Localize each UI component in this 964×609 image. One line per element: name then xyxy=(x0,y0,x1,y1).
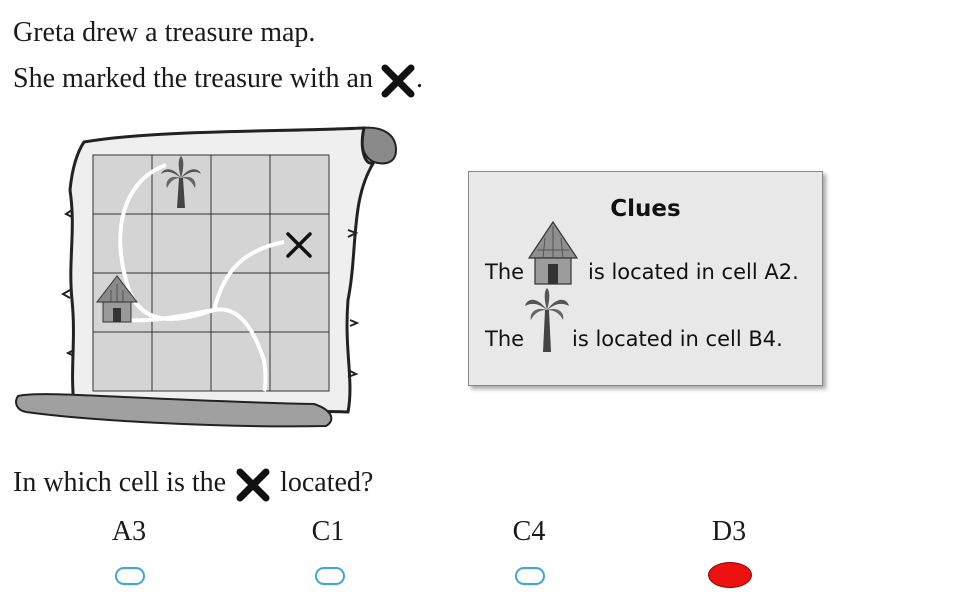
palm-tree-icon xyxy=(525,288,569,352)
option-label-d3: D3 xyxy=(711,516,747,547)
x-mark-icon xyxy=(236,468,270,502)
map-scroll xyxy=(15,126,398,428)
option-radio-c1[interactable] xyxy=(315,567,345,585)
option-radio-c4[interactable] xyxy=(515,567,545,585)
option-label-a3: A3 xyxy=(111,516,147,547)
map-palm-tree-icon xyxy=(161,156,201,208)
option-radio-a3[interactable] xyxy=(115,567,145,585)
option-radio-d3[interactable] xyxy=(708,562,752,588)
map-x-mark-icon xyxy=(286,232,312,258)
question-prompt-text-end: located? xyxy=(280,467,374,498)
clues-title: Clues xyxy=(610,196,681,222)
question-prompt: In which cell is the located? xyxy=(13,466,373,502)
map-grid xyxy=(92,154,330,392)
map-hut-icon xyxy=(95,275,139,323)
clue-1-text: is located in cell A2. xyxy=(588,260,799,284)
clue-2-text: is located in cell B4. xyxy=(572,327,783,351)
question-prompt-text-start: In which cell is the xyxy=(13,467,227,498)
question-line-2-period: . xyxy=(415,63,423,94)
option-label-c4: C4 xyxy=(512,516,546,547)
question-line-2: She marked the treasure with an . xyxy=(13,62,423,98)
question-line-2-text: She marked the treasure with an xyxy=(13,63,373,94)
clue-2-the: The xyxy=(485,327,525,351)
x-mark-icon xyxy=(381,64,415,98)
treasure-map xyxy=(14,120,399,435)
hut-icon xyxy=(527,220,579,285)
clues-box: Clues The is located in cell A2. The is … xyxy=(468,171,823,386)
question-line-1: Greta drew a treasure map. xyxy=(13,17,316,48)
option-label-c1: C1 xyxy=(311,516,345,547)
clue-1-the: The xyxy=(485,260,525,284)
